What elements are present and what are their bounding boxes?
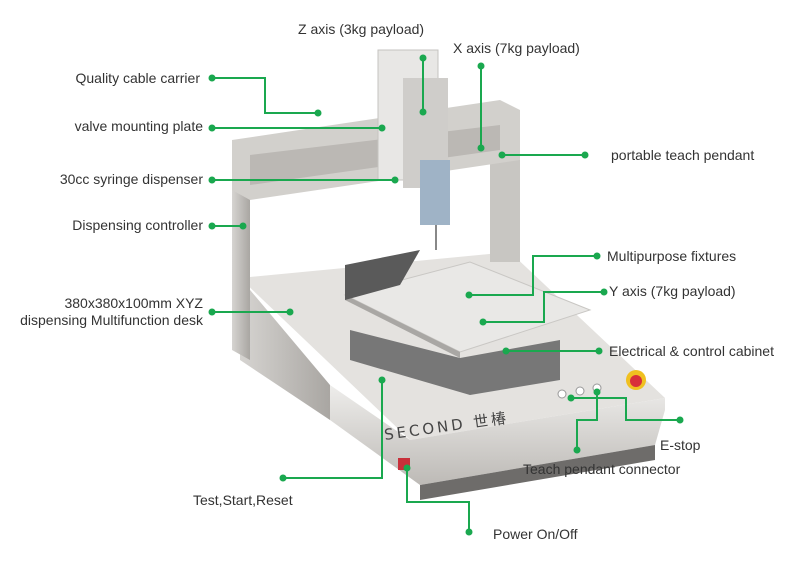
- label-estop: E-stop: [660, 437, 701, 453]
- label-controller: Dispensing controller: [72, 217, 203, 233]
- button-start: [575, 386, 585, 396]
- callout-lines: [212, 58, 680, 532]
- label-cabinet: Electrical & control cabinet: [609, 343, 774, 359]
- label-teach-pendant: portable teach pendant: [611, 147, 755, 163]
- label-x-axis: X axis (7kg payload): [453, 40, 580, 56]
- label-desk-line1: 380x380x100mm XYZ: [64, 295, 203, 311]
- label-pendant-connector: Teach pendant connector: [523, 461, 681, 477]
- y-axis-slide: [350, 330, 560, 395]
- callout-dots: [208, 54, 684, 536]
- label-y-axis: Y axis (7kg payload): [609, 283, 736, 299]
- label-desk-line2: dispensing Multifunction desk: [20, 312, 203, 328]
- label-power: Power On/Off: [493, 526, 578, 542]
- right-pillar: [490, 150, 520, 262]
- label-cable-carrier: Quality cable carrier: [75, 70, 201, 86]
- label-syringe: 30cc syringe dispenser: [59, 171, 203, 187]
- base-front: [330, 385, 665, 485]
- label-fixtures: Multipurpose fixtures: [607, 248, 737, 264]
- label-test-start-reset: Test,Start,Reset: [193, 492, 293, 508]
- label-desk: 380x380x100mm XYZ dispensing Multifuncti…: [20, 295, 203, 329]
- label-valve-plate: valve mounting plate: [74, 118, 203, 134]
- base-left: [240, 278, 330, 420]
- button-test: [557, 389, 567, 399]
- dispenser-head: [420, 160, 450, 225]
- label-z-axis: Z axis (3kg payload): [298, 21, 425, 37]
